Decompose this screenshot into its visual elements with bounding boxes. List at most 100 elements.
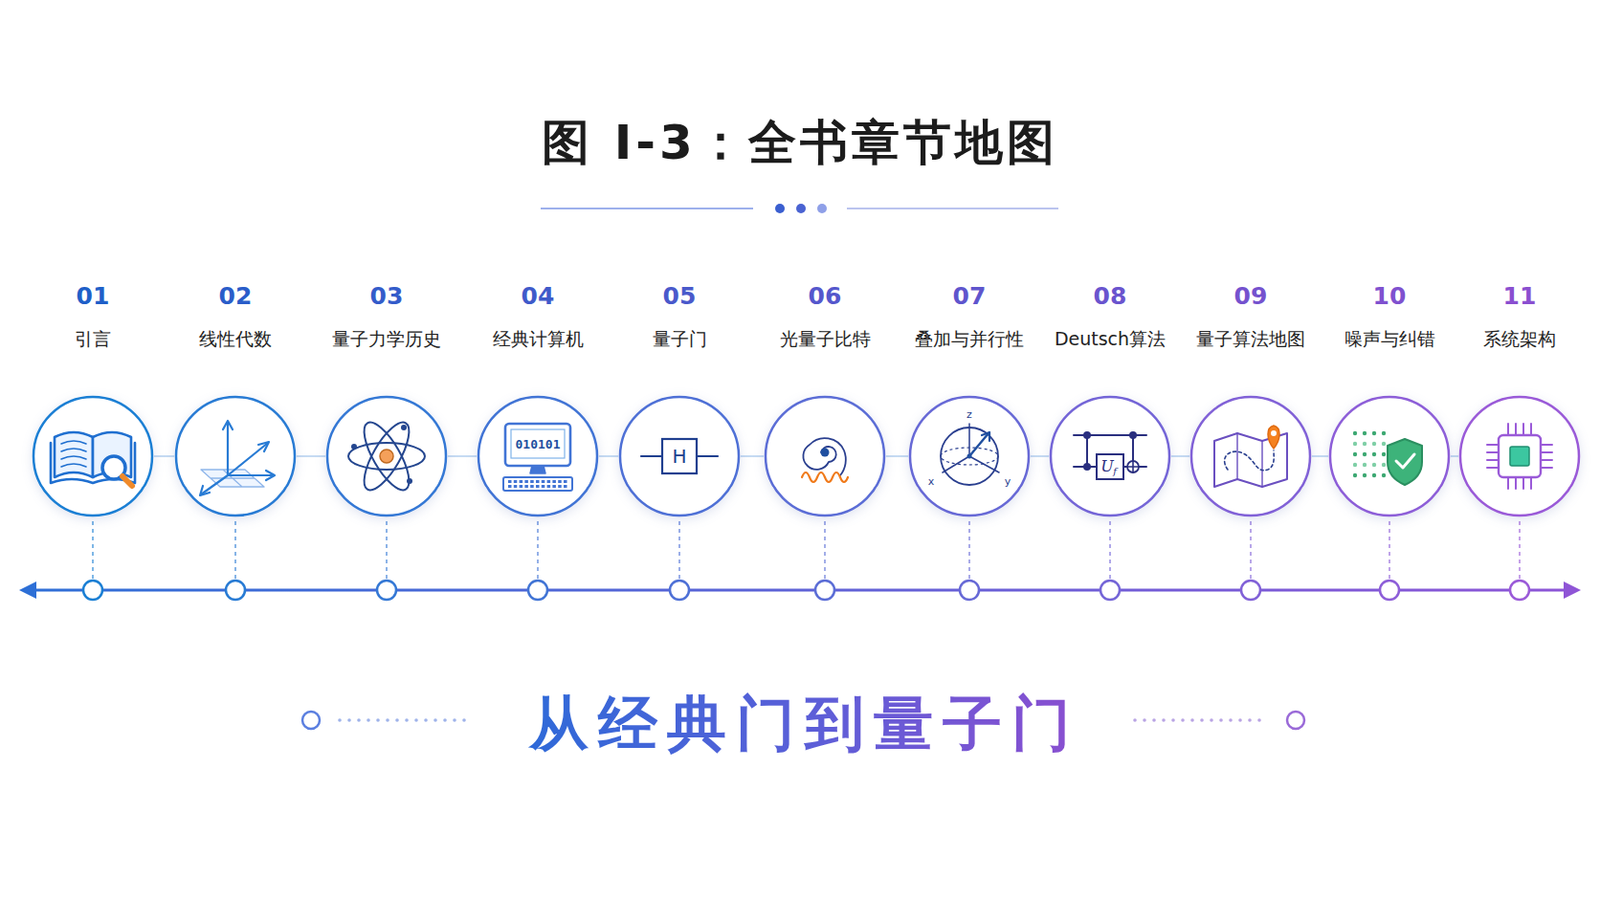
icon-label: z (966, 409, 973, 421)
icon-dot (1353, 463, 1357, 467)
icon-dot (379, 449, 394, 464)
icon-stroke (942, 423, 1000, 473)
icon-dot (1362, 473, 1367, 478)
icon-dot (1353, 431, 1357, 436)
chapter-link (447, 455, 477, 458)
key (508, 485, 512, 489)
timeline-dot (528, 580, 548, 600)
key (552, 485, 556, 489)
chapter-name: 噪声与纠错 (1293, 327, 1486, 351)
screen (511, 429, 565, 459)
dot (1238, 718, 1243, 723)
icon-stroke (969, 433, 989, 457)
leader-dash (1518, 521, 1521, 579)
dot (385, 718, 390, 723)
dot (1171, 718, 1176, 723)
icon-dot (1353, 473, 1357, 478)
circle-outline (910, 397, 1029, 516)
key (530, 485, 534, 489)
key (557, 480, 562, 484)
leader-dash (968, 521, 971, 579)
dot (1133, 718, 1137, 723)
caption-wrap: 从经典门到量子门 (0, 688, 1600, 760)
icon-stroke (1127, 461, 1139, 473)
leader-dash (1388, 521, 1391, 579)
circle-outline (1050, 397, 1170, 516)
chapter-icon (1353, 431, 1423, 486)
icon-stroke (61, 456, 87, 460)
icon-dot (1381, 463, 1386, 467)
icon-label: U (1100, 459, 1113, 475)
timeline-dot (1510, 580, 1530, 600)
dot (337, 718, 342, 723)
timeline-dot (1379, 580, 1400, 600)
chapter-icon (503, 423, 573, 491)
monitor (505, 423, 571, 467)
chapter-link (1171, 455, 1190, 458)
dot (443, 718, 447, 723)
divider-line (540, 207, 754, 210)
orbit (348, 443, 425, 470)
gate-box (662, 439, 697, 474)
icon-label: x (928, 476, 935, 488)
icon-dot (1362, 431, 1367, 436)
leader-dash (678, 521, 681, 579)
dot (347, 718, 352, 723)
icon-dot (1362, 452, 1367, 457)
chapter-circle (1328, 395, 1451, 518)
oracle-box (1096, 454, 1124, 480)
timeline-dot (815, 580, 835, 600)
dot (1219, 718, 1223, 723)
key (513, 485, 518, 489)
chapter-link (154, 455, 175, 458)
circle-outline (33, 397, 153, 516)
chapter-link (1450, 455, 1459, 458)
chapter-number: 09 (1155, 282, 1347, 312)
circle-outline (176, 397, 295, 516)
icon-stroke (258, 442, 269, 452)
chapter-icon (50, 432, 135, 487)
icon-stroke (54, 432, 93, 478)
chapter-head: 10噪声与纠错 (1293, 282, 1486, 351)
icon-stroke (200, 486, 210, 496)
chapter-number: 07 (873, 282, 1066, 312)
icon-dot (1270, 430, 1277, 437)
chapter-node: 02线性代数 (174, 395, 297, 518)
icon-label: y (1004, 476, 1012, 488)
icon-stroke (61, 441, 87, 445)
circle-outline (1460, 397, 1579, 516)
dot (356, 718, 361, 723)
die (1510, 446, 1530, 467)
chapter-number: 05 (583, 282, 776, 312)
divider-dot (817, 203, 827, 214)
leader-dash (1109, 521, 1112, 579)
icon-dot (1372, 463, 1377, 467)
chapter-name: 线性代数 (139, 327, 332, 351)
chapter-head: 05量子门 (583, 282, 776, 351)
dot (1228, 718, 1233, 723)
chapter-circle (763, 395, 887, 518)
chapter-number: 06 (729, 282, 921, 312)
icon-stroke (530, 466, 546, 474)
arrow-head (1563, 581, 1581, 600)
chapter-number: 02 (139, 282, 332, 312)
leader-dash (536, 521, 539, 579)
chapter-circle (1048, 395, 1172, 518)
chapter-name: 叠加与并行性 (873, 327, 1066, 351)
dot (1152, 718, 1156, 723)
icon-dot (1353, 442, 1357, 446)
chapter-head: 08Deutsch算法 (1014, 282, 1206, 351)
icon-dot (1083, 463, 1091, 471)
chapter-link (740, 455, 764, 458)
caption-ring (302, 711, 320, 730)
icon-stroke (222, 421, 233, 430)
icon-dot (1362, 463, 1367, 467)
caption-ring (1287, 711, 1305, 730)
icon-stroke (1224, 450, 1275, 471)
divider-dot (775, 203, 785, 214)
leader-dash (234, 521, 237, 579)
chapter-number: 04 (442, 282, 634, 312)
icon-dot (1372, 442, 1377, 446)
